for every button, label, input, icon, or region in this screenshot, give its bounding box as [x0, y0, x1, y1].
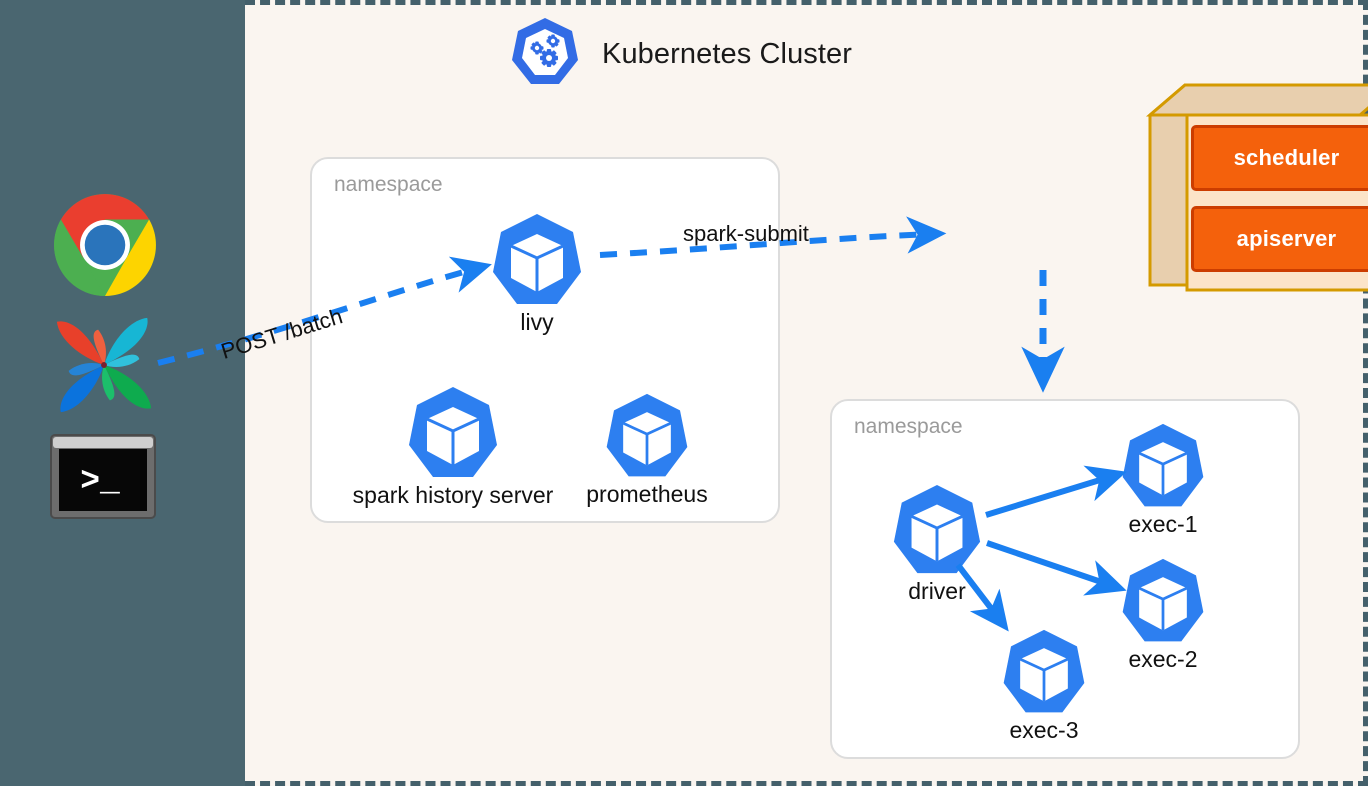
edge-label-spark-submit: spark-submit: [683, 221, 809, 246]
pod-spark-history-server[interactable]: spark history server: [353, 385, 553, 508]
kubernetes-logo: [510, 16, 580, 93]
tool-rail: >_: [0, 0, 245, 786]
kubernetes-cluster-region: Kubernetes Cluster namespace livy: [245, 0, 1368, 786]
pod-exec-3[interactable]: exec-3: [1000, 628, 1088, 743]
pod-prometheus[interactable]: prometheus: [586, 392, 708, 507]
cluster-boundary-right: [1363, 0, 1368, 786]
pod-driver[interactable]: driver: [890, 483, 984, 604]
namespace-label: namespace: [854, 415, 963, 438]
chrome-icon[interactable]: [53, 193, 157, 302]
pod-label: exec-2: [1128, 646, 1198, 672]
control-plane-box: scheduler apiserver: [1145, 80, 1368, 295]
pod-exec-1[interactable]: exec-1: [1119, 422, 1207, 537]
pod-livy[interactable]: livy: [489, 212, 585, 335]
terminal-prompt-glyph: >_: [80, 463, 120, 500]
cluster-boundary-bottom: [245, 781, 1368, 786]
pod-label: spark history server: [352, 482, 554, 508]
control-plane-component-scheduler[interactable]: scheduler: [1191, 125, 1368, 191]
pod-label: driver: [908, 578, 966, 604]
pod-label: livy: [520, 309, 554, 335]
pod-exec-2[interactable]: exec-2: [1119, 557, 1207, 672]
namespace-label: namespace: [334, 173, 443, 196]
control-plane-component-apiserver[interactable]: apiserver: [1191, 206, 1368, 272]
pod-label: exec-1: [1128, 511, 1198, 537]
terminal-icon[interactable]: >_: [50, 434, 156, 524]
cluster-boundary-top: [245, 0, 1368, 5]
airflow-icon[interactable]: [50, 311, 158, 424]
cluster-title: Kubernetes Cluster: [602, 38, 853, 70]
cluster-header: Kubernetes Cluster: [510, 16, 852, 93]
pod-label: prometheus: [586, 481, 708, 507]
pod-label: exec-3: [1009, 717, 1079, 743]
